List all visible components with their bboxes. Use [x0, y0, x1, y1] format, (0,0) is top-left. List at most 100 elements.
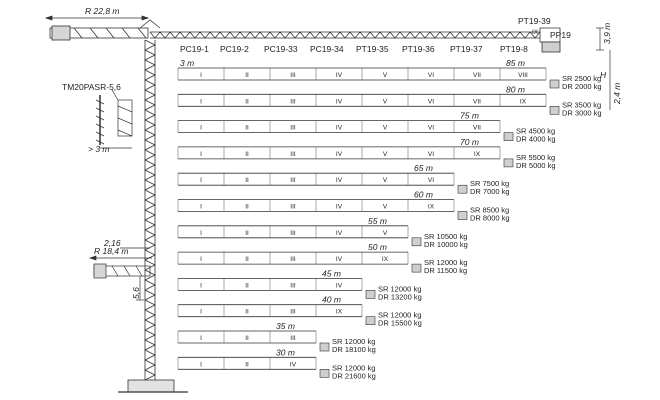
segment-numeral: VI [428, 125, 434, 132]
hook-block [503, 132, 514, 141]
segment-numeral: II [245, 256, 249, 263]
segment-numeral: IV [336, 230, 343, 237]
segment-numeral: V [383, 177, 388, 184]
segment-numeral: II [245, 72, 249, 79]
segment-numeral: IV [336, 125, 343, 132]
segment-numeral: I [200, 177, 202, 184]
segment-numeral: VI [428, 72, 434, 79]
jib-length-label: 65 m [414, 163, 433, 173]
segment-numeral: III [290, 335, 296, 342]
segment-numeral: IX [336, 309, 343, 316]
hook-block [457, 184, 468, 194]
segment-numeral: VII [473, 72, 481, 79]
single-reeving-load: SR 3500 kg [562, 100, 601, 109]
jib-section-code: PC19-33 [264, 44, 298, 54]
segment-numeral: VII [473, 98, 481, 105]
segment-numeral: I [200, 309, 202, 316]
jib-length-label: 60 m [414, 190, 433, 200]
main-crane-top [44, 15, 561, 393]
climbing-clearance-label: > 3 m [88, 144, 110, 154]
jib-length-label: 30 m [276, 347, 295, 357]
segment-numeral: I [200, 151, 202, 158]
segment-numeral: I [200, 98, 202, 105]
segment-numeral: IV [336, 72, 343, 79]
single-reeving-load: SR 12000 kg [378, 284, 421, 293]
jib-length-label: 85 m [506, 58, 525, 68]
hook-block [411, 237, 422, 247]
jib-section-code: PC19-1 [180, 44, 209, 54]
single-reeving-load: SR 12000 kg [332, 363, 375, 372]
luffing-radius-label: R 18,4 m [94, 246, 129, 256]
height-top-label: 3,9 m [602, 23, 612, 44]
segment-numeral: III [290, 256, 296, 263]
segment-numeral: IV [336, 98, 343, 105]
segment-numeral: II [245, 230, 249, 237]
segment-numeral: I [200, 361, 202, 368]
segment-numeral: IV [336, 282, 343, 289]
segment-numeral: I [200, 282, 202, 289]
double-reeving-load: DR 15500 kg [378, 319, 422, 328]
segment-numeral: V [383, 230, 388, 237]
hook-block [411, 263, 422, 273]
double-reeving-load: DR 8000 kg [470, 214, 510, 223]
jib-length-label: 70 m [460, 137, 479, 147]
single-reeving-load: SR 12000 kg [378, 311, 421, 320]
tip-roman-label: IX [532, 29, 539, 36]
segment-numeral: V [383, 98, 388, 105]
jib-section-code: PT19-37 [450, 44, 483, 54]
counter-jib-radius-label: R 22,8 m [85, 6, 120, 16]
double-reeving-load: DR 10000 kg [424, 240, 468, 249]
double-reeving-load: DR 5000 kg [516, 161, 556, 170]
single-reeving-load: SR 12000 kg [424, 258, 467, 267]
segment-numeral: III [290, 309, 296, 316]
segment-numeral: III [290, 151, 296, 158]
lower-crane-detail [88, 247, 152, 301]
double-reeving-load: DR 11500 kg [424, 266, 467, 275]
jib-length-label: 55 m [368, 216, 387, 226]
jib-section-code: PC19-34 [310, 44, 344, 54]
segment-numeral: III [290, 125, 296, 132]
tower-base [127, 379, 175, 393]
arrow-right-icon [141, 15, 150, 21]
segment-numeral: II [245, 361, 249, 368]
single-reeving-load: SR 10500 kg [424, 232, 467, 241]
hook-block [457, 211, 468, 220]
double-reeving-load: DR 4000 kg [516, 135, 556, 144]
segment-numeral: IV [290, 361, 297, 368]
hook-block [365, 316, 376, 326]
segment-numeral: III [290, 204, 296, 211]
double-reeving-load: DR 13200 kg [378, 292, 422, 301]
jib-length-label: 80 m [506, 84, 525, 94]
segment-numeral: IV [336, 177, 343, 184]
hook-block [365, 290, 376, 299]
jib-section-code: PT19-8 [500, 44, 528, 54]
climbing-frame-label: TM20PASR-5,6 [62, 82, 121, 92]
tip-piece-label: PP19 [550, 30, 571, 40]
segment-numeral: I [200, 230, 202, 237]
single-reeving-load: SR 5500 kg [516, 153, 555, 162]
segment-numeral: IV [336, 204, 343, 211]
trolley [541, 41, 561, 53]
segment-numeral: I [200, 72, 202, 79]
segment-numeral: III [290, 177, 296, 184]
double-reeving-load: DR 18100 kg [332, 345, 376, 354]
jib-length-label: 45 m [322, 268, 341, 278]
segment-numeral: IV [336, 256, 343, 263]
luffing-offset-label: 2,16 [103, 238, 121, 248]
segment-numeral: IX [474, 151, 481, 158]
jib-length-label: 75 m [460, 111, 479, 121]
segment-numeral: VI [428, 151, 434, 158]
segment-numeral: VI [428, 98, 434, 105]
single-reeving-load: SR 4500 kg [516, 127, 555, 136]
segment-numeral: III [290, 230, 296, 237]
luffing-height-label: 5,6 [131, 287, 141, 299]
hook-block [503, 158, 514, 168]
segment-numeral: I [200, 256, 202, 263]
jib-section-code: PT19-35 [356, 44, 389, 54]
